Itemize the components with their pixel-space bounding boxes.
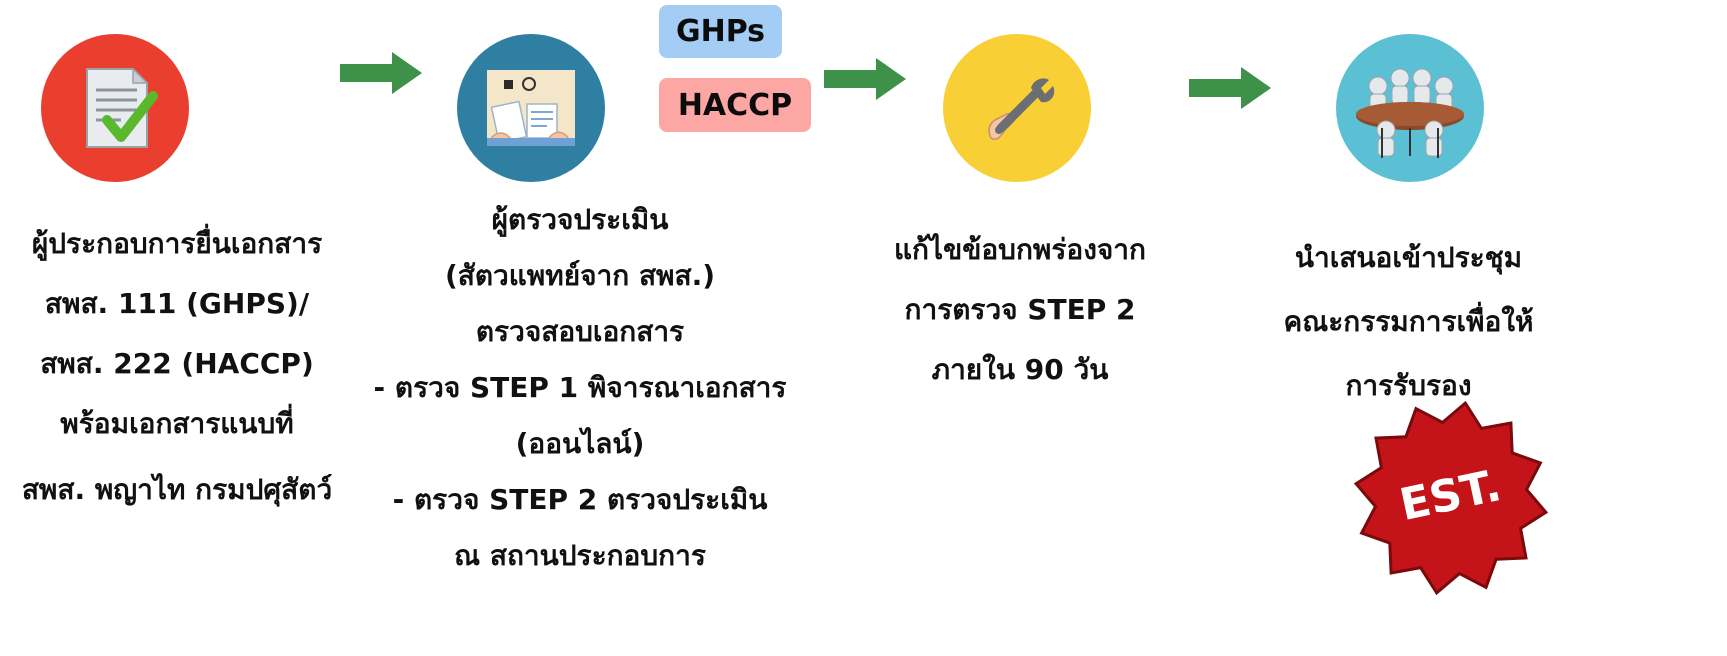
step1-circle [41, 34, 189, 182]
wrench-hand-icon [988, 78, 1055, 141]
step4-line-1: นำเสนอเข้าประชุม [1294, 241, 1523, 274]
step4-line-2: คณะกรรมการเพื่อให้ [1283, 305, 1534, 338]
step3-line-2: การตรวจ STEP 2 [904, 293, 1136, 326]
step1-line-5: สพส. พญาไท กรมปศุสัตว์ [21, 473, 333, 506]
step2-line-1: ผู้ตรวจประเมิน [491, 203, 669, 236]
est-seal-starburst [1353, 400, 1549, 596]
flow-arrow-1 [340, 52, 422, 94]
step4-line-3: การรับรอง [1345, 369, 1472, 402]
step4-description: นำเสนอเข้าประชุม คณะกรรมการเพื่อให้ การร… [1236, 226, 1581, 418]
standard-haccp-label: HACCP [659, 78, 811, 132]
step2-line-8: ณ สถานประกอบการ [454, 539, 706, 572]
step1-line-4: พร้อมเอกสารแนบที่ [60, 407, 294, 440]
est-seal-badge: EST. [1353, 400, 1549, 596]
step2-line-6: (ออนไลน์) [515, 427, 645, 460]
step1-description: ผู้ประกอบการยื่นเอกสาร สพส. 111 (GHPS)/ … [2, 214, 352, 520]
step3-line-3: ภายใน 90 วัน [931, 353, 1109, 386]
step2-line-4: ตรวจสอบเอกสาร [475, 315, 685, 348]
document-check-icon [86, 67, 158, 148]
step1-line-1: ผู้ประกอบการยื่นเอกสาร [31, 227, 323, 260]
step3-circle [943, 34, 1091, 182]
step2-line-2: (สัตวแพทย์จาก สพส.) [444, 259, 716, 292]
step2-description: ผู้ตรวจประเมิน (สัตวแพทย์จาก สพส.) ตรวจส… [360, 192, 800, 584]
step4-circle [1336, 34, 1484, 182]
step1-line-2: สพส. 111 (GHPS)/ [44, 287, 310, 320]
step2-circle [457, 34, 605, 182]
step1-line-3: สพส. 222 (HACCP) [40, 347, 314, 380]
standard-ghps-label: GHPs [659, 5, 782, 58]
step3-description: แก้ไขข้อบกพร่องจาก การตรวจ STEP 2 ภายใน … [860, 220, 1180, 400]
step2-line-5: - ตรวจ STEP 1 พิจารณาเอกสาร [373, 371, 787, 404]
flow-arrow-3 [1189, 67, 1271, 109]
meeting-table-icon [1356, 68, 1464, 158]
inspection-paperwork-icon [487, 70, 575, 146]
step2-line-7: - ตรวจ STEP 2 ตรวจประเมิน [392, 483, 768, 516]
flow-arrow-2 [824, 58, 906, 100]
step3-line-1: แก้ไขข้อบกพร่องจาก [894, 233, 1146, 266]
